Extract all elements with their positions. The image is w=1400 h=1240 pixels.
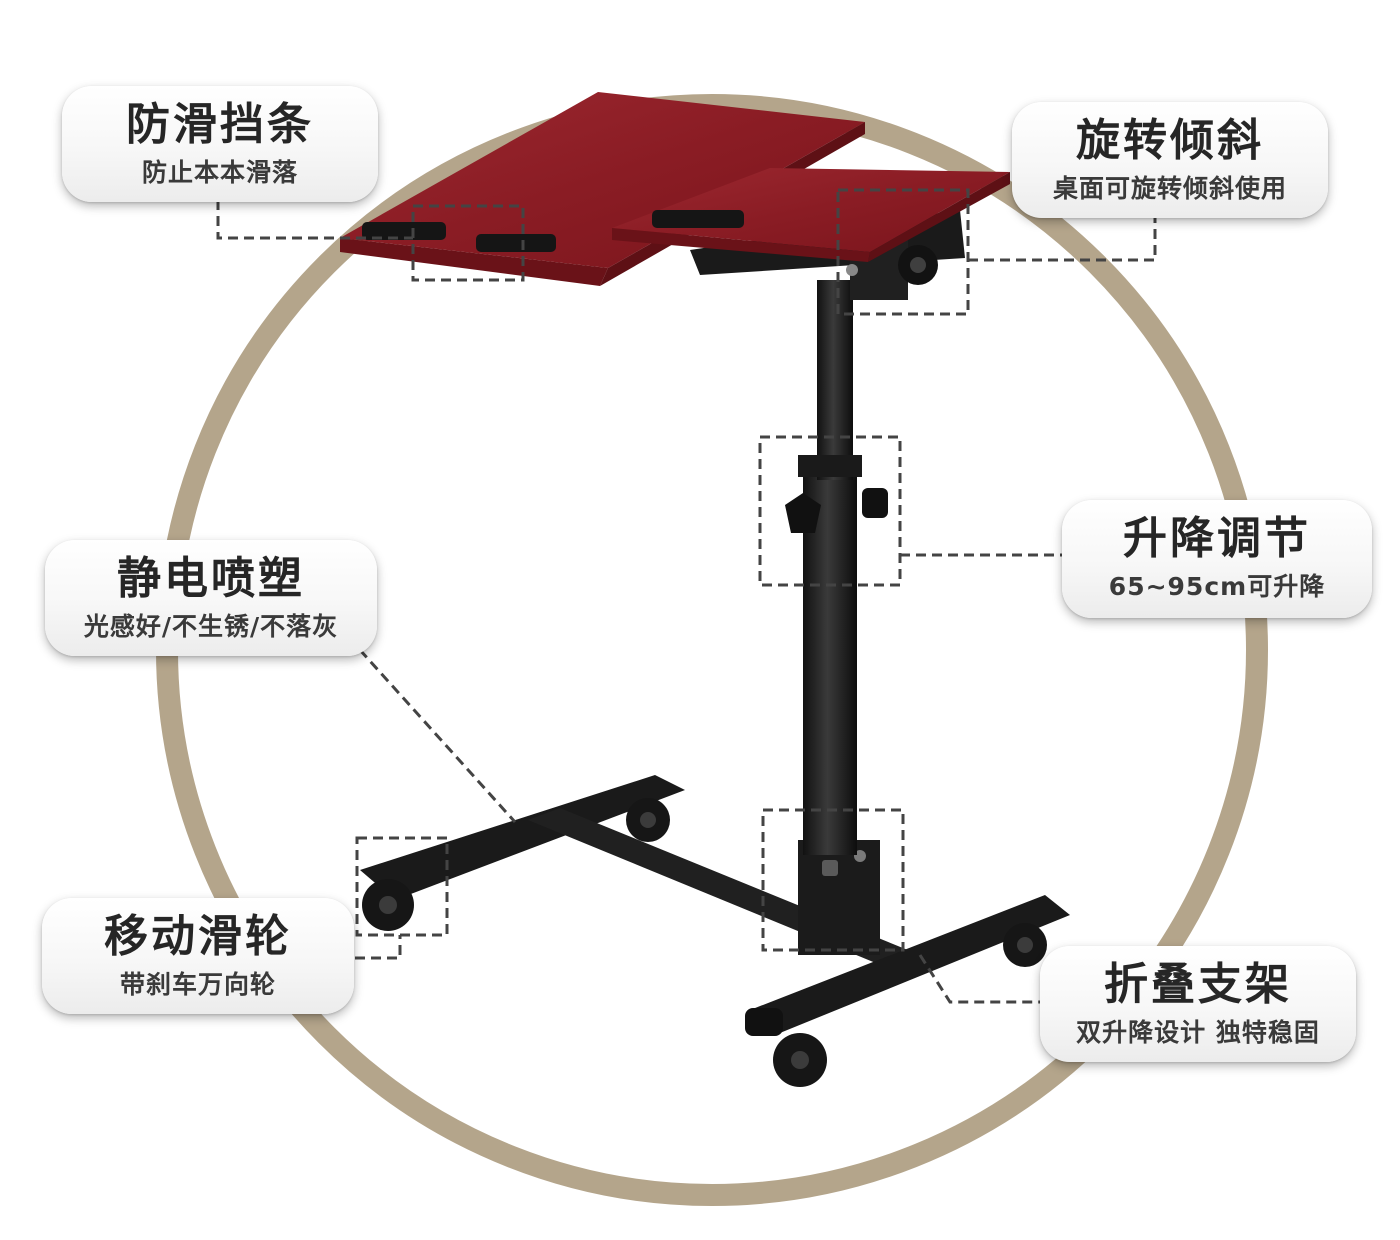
- anti-slip-stopper-right: [652, 210, 744, 228]
- caster-wheel-front-right: [1003, 923, 1047, 967]
- caster-wheel-back-right: [626, 798, 670, 842]
- callout-height-adjust-subtitle: 65~95cm可升降: [1108, 572, 1326, 601]
- callout-height-adjust: 升降调节 65~95cm可升降: [1062, 500, 1372, 618]
- callout-rotate-tilt-title: 旋转倾斜: [1076, 115, 1264, 166]
- telescopic-pole: [798, 280, 862, 855]
- base-frame: [360, 775, 1070, 1036]
- callout-folding-frame: 折叠支架 双升降设计 独特稳固: [1040, 946, 1356, 1062]
- callout-powder-coat-title: 静电喷塑: [117, 553, 305, 604]
- callout-rotate-tilt: 旋转倾斜 桌面可旋转倾斜使用: [1012, 102, 1328, 218]
- anti-slip-stopper-middle: [476, 234, 556, 252]
- caster-wheel-back-left: [362, 879, 414, 931]
- callout-casters: 移动滑轮 带刹车万向轮: [42, 898, 354, 1014]
- callout-anti-slip-subtitle: 防止本本滑落: [141, 158, 298, 187]
- callout-height-adjust-title: 升降调节: [1123, 513, 1311, 564]
- height-knob: [785, 488, 888, 533]
- callout-powder-coat-subtitle: 光感好/不生锈/不落灰: [83, 612, 339, 641]
- dashed-leader-lines: [216, 188, 1157, 1004]
- callout-casters-subtitle: 带刹车万向轮: [119, 970, 276, 999]
- callout-anti-slip-title: 防滑挡条: [126, 99, 314, 150]
- callout-powder-coat: 静电喷塑 光感好/不生锈/不落灰: [45, 540, 377, 656]
- folding-bracket: [798, 840, 880, 955]
- callout-anti-slip: 防滑挡条 防止本本滑落: [62, 86, 378, 202]
- caster-wheel-front-left: [773, 1033, 827, 1087]
- anti-slip-stopper-left: [362, 222, 446, 240]
- callout-rotate-tilt-subtitle: 桌面可旋转倾斜使用: [1052, 174, 1287, 203]
- callout-folding-frame-subtitle: 双升降设计 独特稳固: [1076, 1018, 1320, 1047]
- callout-casters-title: 移动滑轮: [104, 911, 292, 962]
- callout-folding-frame-title: 折叠支架: [1104, 959, 1292, 1010]
